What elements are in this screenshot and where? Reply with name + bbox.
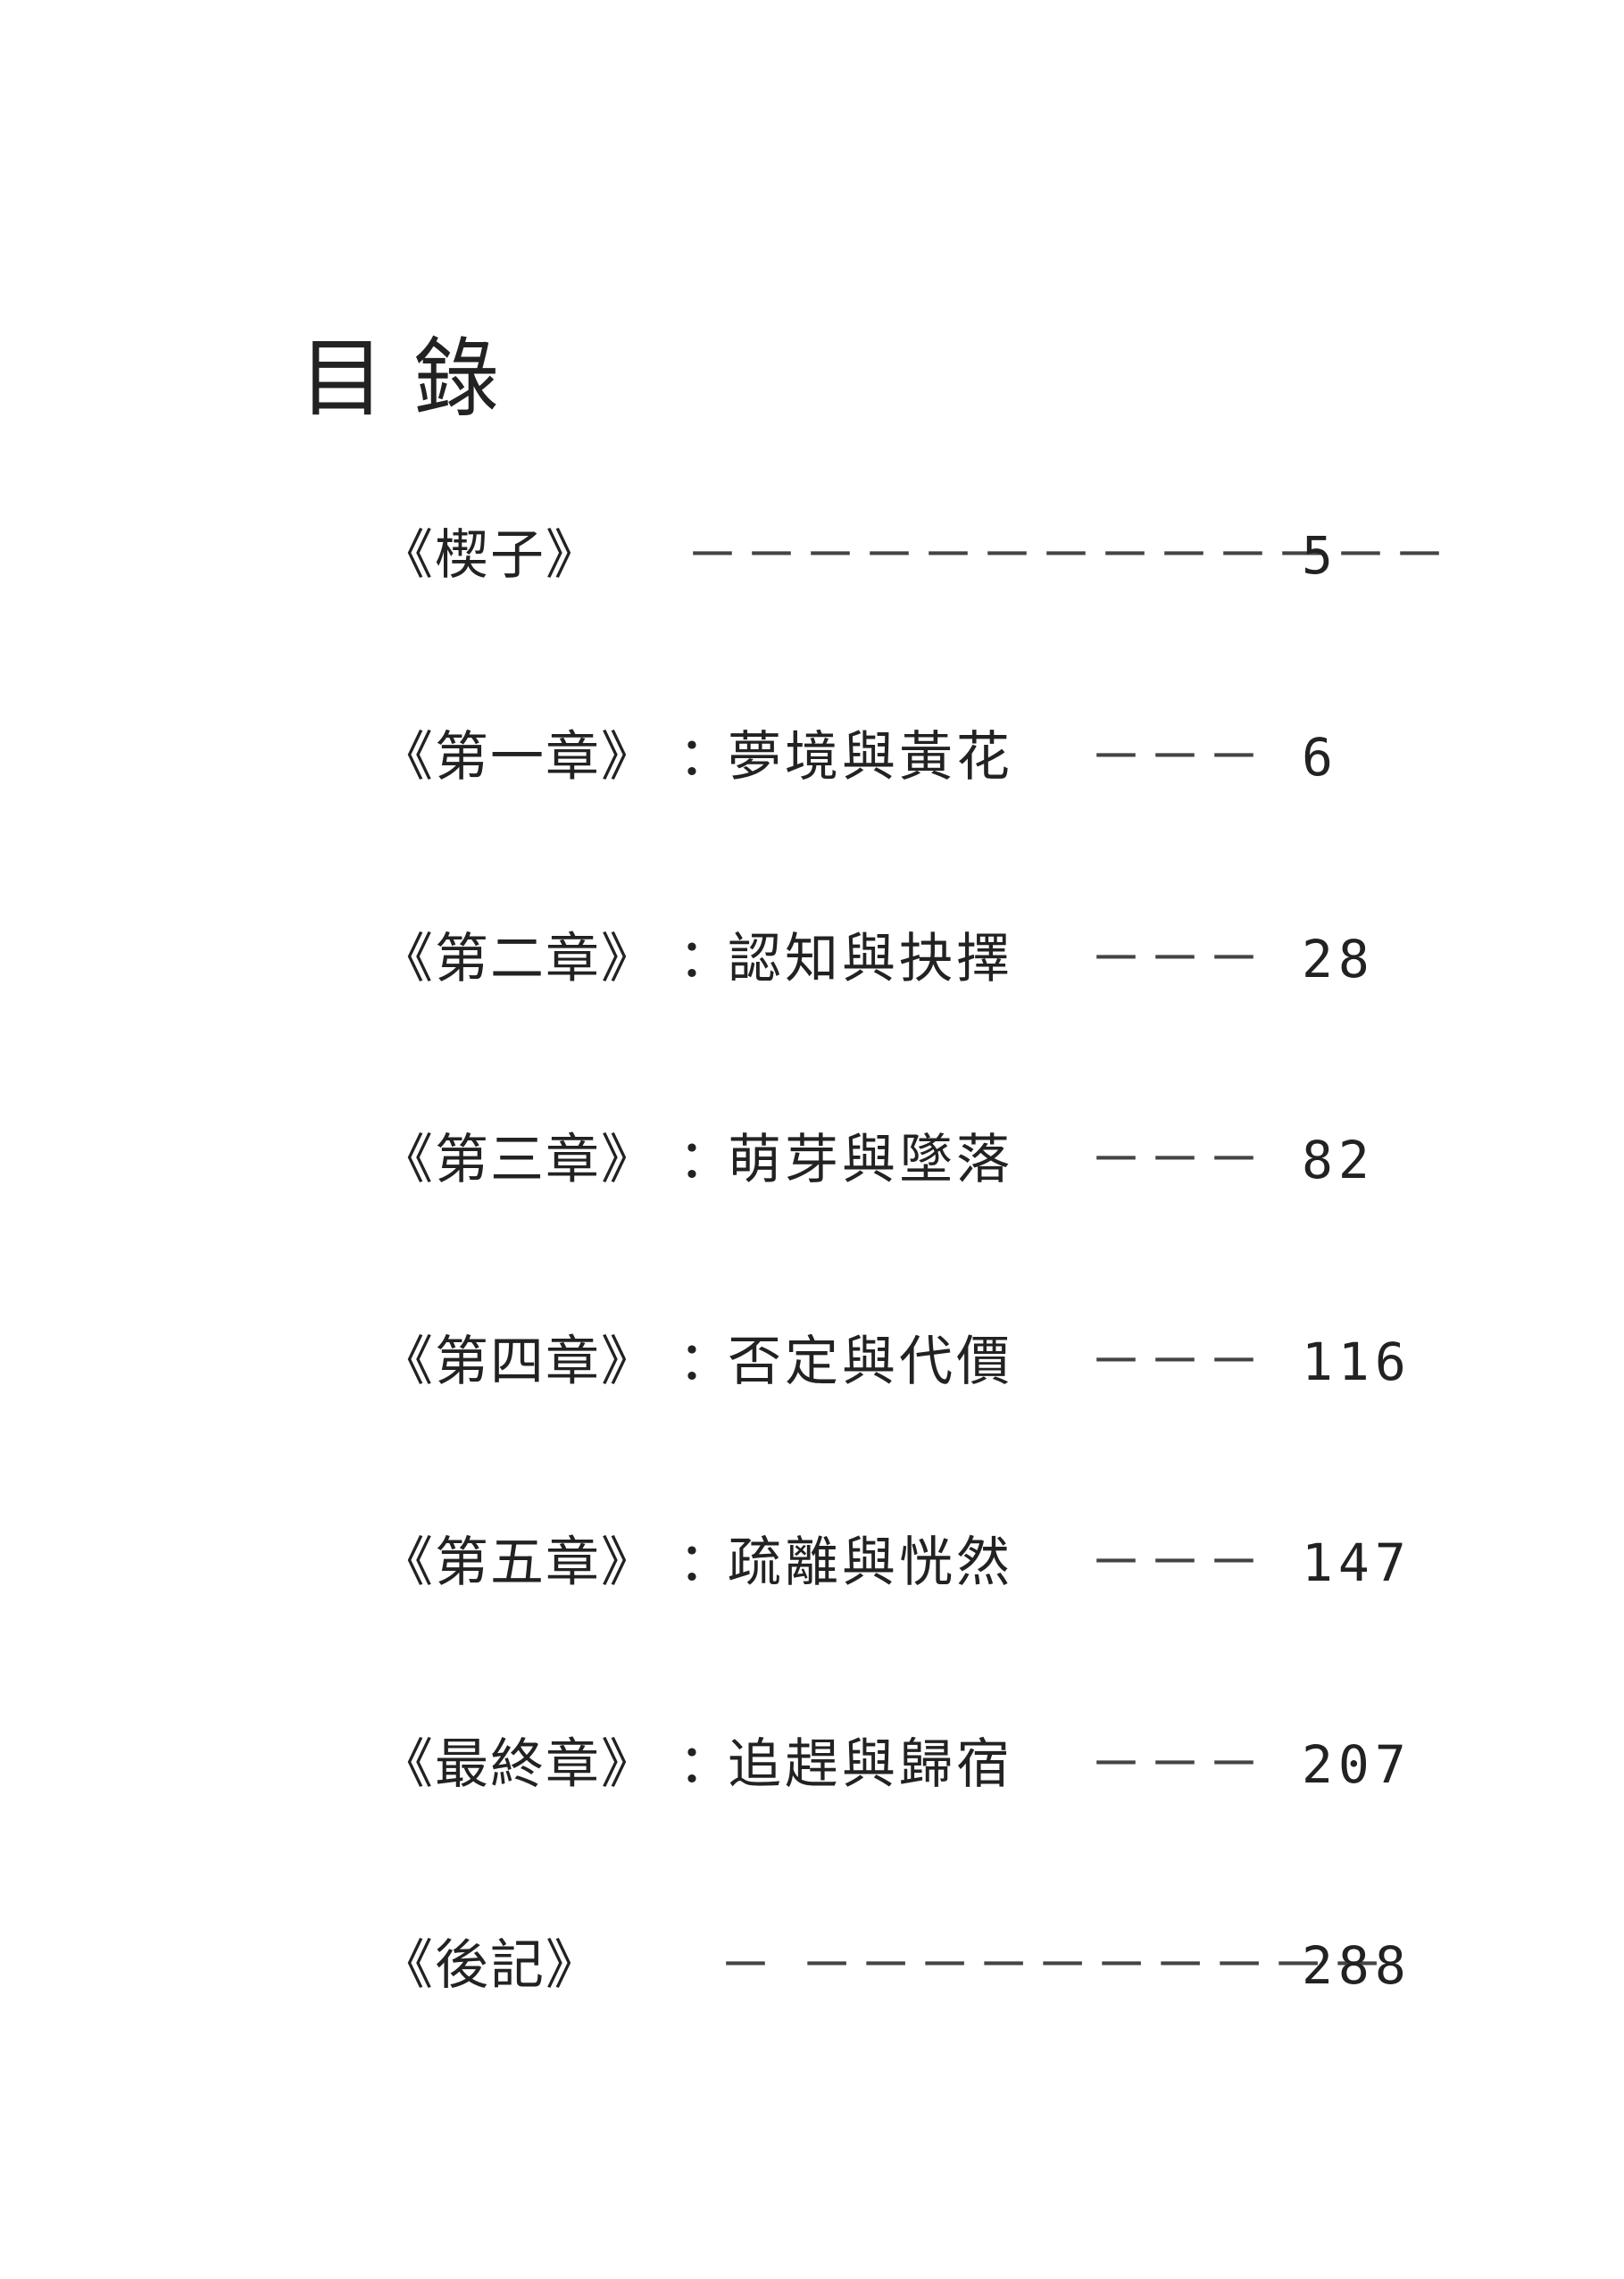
toc-chapter-label: 《第一章》	[379, 726, 656, 789]
toc-entry-final-chapter[interactable]: 《最終章》 ： 追趕與歸宿 －－－ 207	[0, 1724, 1624, 1805]
toc-leader-dashes: －－－－－－－－－－－－－	[686, 524, 1452, 587]
toc-page-number: 5	[1302, 525, 1338, 586]
toc-chapter-label: 《第二章》	[379, 928, 656, 990]
toc-chapter-label: 《第三章》	[379, 1129, 656, 1191]
toc-leader-dashes: －－－	[1089, 1129, 1266, 1191]
toc-chapter-label: 《最終章》	[379, 1733, 656, 1796]
toc-page-number: 6	[1302, 727, 1338, 788]
toc-page-number: 116	[1302, 1332, 1412, 1392]
toc-chapter-subtitle: 認知與抉擇	[728, 928, 1013, 990]
toc-chapter-label: 《第五章》	[379, 1532, 656, 1594]
toc-entry-chapter-4[interactable]: 《第四章》 ： 否定與代價 －－－ 116	[0, 1322, 1624, 1402]
toc-chapter-label: 《楔子》	[379, 524, 601, 587]
toc-page-number: 82	[1302, 1130, 1375, 1190]
page-title: 目錄	[299, 329, 528, 430]
toc-page-number: 207	[1302, 1734, 1412, 1795]
toc-colon: ：	[679, 1733, 732, 1796]
toc-colon: ：	[679, 1129, 732, 1191]
toc-leader-dashes: －－－	[1089, 726, 1266, 789]
toc-colon: ：	[679, 1331, 732, 1393]
toc-chapter-subtitle: 否定與代價	[728, 1331, 1013, 1393]
toc-leader-dashes: －－－	[1089, 1733, 1266, 1796]
toc-colon: ：	[679, 1532, 732, 1594]
toc-leader-dashes: －－－	[1089, 1532, 1266, 1594]
toc-entry-afterword[interactable]: 《後記》 － －－－－－－－－－－ 288	[0, 1925, 1624, 2006]
toc-entry-chapter-5[interactable]: 《第五章》 ： 疏離與恍然 －－－ 147	[0, 1523, 1624, 1603]
toc-colon: ：	[679, 726, 732, 789]
toc-page-number: 147	[1302, 1532, 1412, 1593]
toc-page-number: 288	[1302, 1935, 1412, 1996]
toc-entry-chapter-2[interactable]: 《第二章》 ： 認知與抉擇 －－－ 28	[0, 919, 1624, 999]
toc-leader-dashes: －－－	[1089, 928, 1266, 990]
toc-chapter-subtitle: 疏離與恍然	[728, 1532, 1013, 1594]
toc-entry-chapter-1[interactable]: 《第一章》 ： 夢境與黃花 －－－ 6	[0, 717, 1624, 797]
toc-page-number: 28	[1302, 929, 1375, 989]
toc-leader-dashes: －－－	[1089, 1331, 1266, 1393]
toc-entry-chapter-3[interactable]: 《第三章》 ： 萌芽與墜落 －－－ 82	[0, 1120, 1624, 1200]
toc-chapter-label: 《後記》	[379, 1934, 601, 1997]
toc-chapter-subtitle: 萌芽與墜落	[728, 1129, 1013, 1191]
toc-colon: ：	[679, 928, 732, 990]
toc-chapter-subtitle: 夢境與黃花	[728, 726, 1013, 789]
toc-entry-prologue[interactable]: 《楔子》 －－－－－－－－－－－－－ 5	[0, 515, 1624, 596]
toc-chapter-subtitle: 追趕與歸宿	[728, 1733, 1013, 1796]
toc-chapter-label: 《第四章》	[379, 1331, 656, 1393]
toc-leader-dashes: － －－－－－－－－－－	[719, 1934, 1390, 1997]
